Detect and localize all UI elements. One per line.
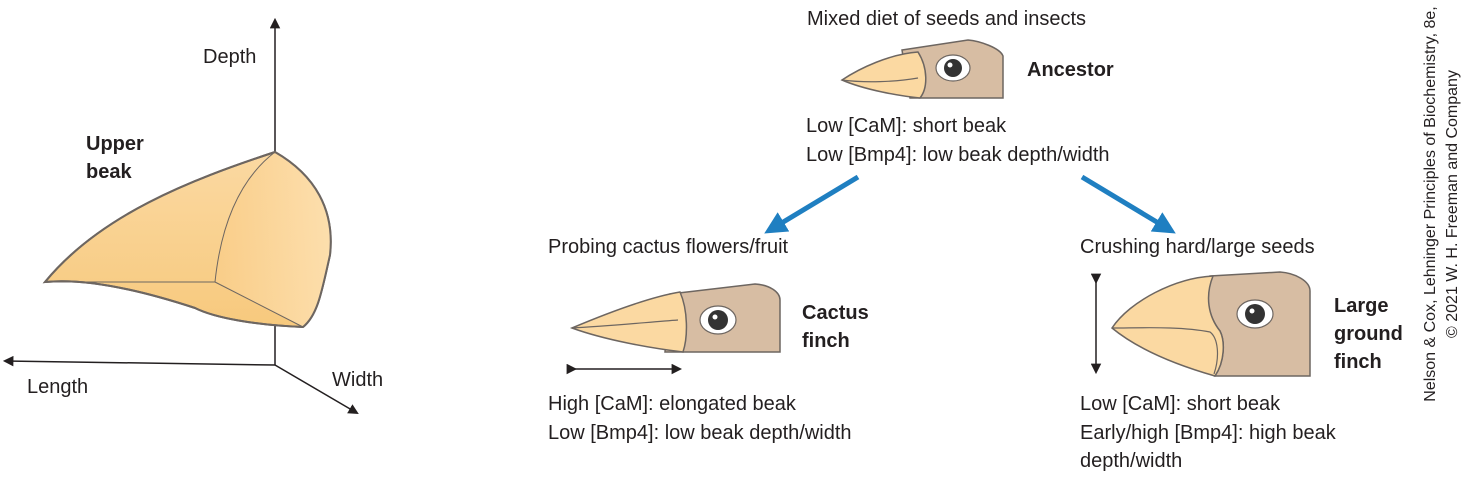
ancestor-diet: Mixed diet of seeds and insects xyxy=(807,8,1087,30)
credit-line2: © 2021 W. H. Freeman and Company xyxy=(1444,70,1461,338)
ancestor-name: Ancestor xyxy=(1027,59,1114,81)
ancestor-bmp4: Low [Bmp4]: low beak depth/width xyxy=(806,144,1110,166)
cactus-name: Cactus finch xyxy=(802,302,869,352)
cactus-cam: High [CaM]: elongated beak xyxy=(548,393,796,415)
ancestor-head xyxy=(840,39,1004,99)
beak-bottom-edge xyxy=(214,281,304,328)
cactus-bmp4: Low [Bmp4]: low beak depth/width xyxy=(548,422,852,444)
depth-label: Depth xyxy=(203,46,257,68)
cactus-diet: Probing cactus flowers/fruit xyxy=(548,236,789,258)
width-axis xyxy=(274,364,359,415)
ground-name: Large ground finch xyxy=(1334,295,1403,373)
upper-beak-line1: Upper beak xyxy=(86,133,144,183)
cactus-finch-head xyxy=(569,283,781,353)
arrow-to-ground-finch xyxy=(1080,174,1176,234)
ground-cam: Low [CaM]: short beak xyxy=(1080,393,1281,415)
ancestor-cam: Low [CaM]: short beak xyxy=(806,115,1007,137)
arrow-to-cactus-finch xyxy=(764,174,860,234)
credit-line1: Nelson & Cox, Lehninger Principles of Bi… xyxy=(1422,6,1439,402)
ground-diet: Crushing hard/large seeds xyxy=(1080,236,1315,258)
length-label: Length xyxy=(27,376,89,398)
credit-text: Nelson & Cox, Lehninger Principles of Bi… xyxy=(1420,0,1464,424)
width-label: Width xyxy=(332,369,384,391)
length-axis xyxy=(2,355,276,367)
ground-bmp4: Early/high [Bmp4]: high beak depth/width xyxy=(1080,422,1336,472)
beak-3d-model xyxy=(2,17,359,415)
upper-beak-label: Upper beak xyxy=(86,130,144,186)
beak-top-edge xyxy=(45,151,276,283)
ground-finch-head xyxy=(1110,271,1311,377)
beak-side-face xyxy=(215,152,331,327)
